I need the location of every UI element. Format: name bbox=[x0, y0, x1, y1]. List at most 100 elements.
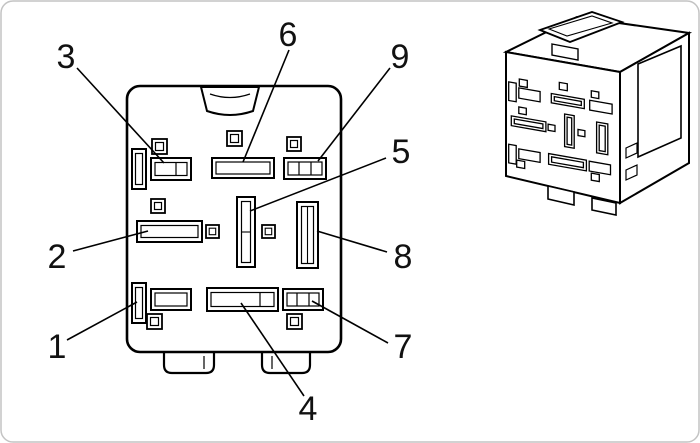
iso-slot bbox=[518, 106, 527, 116]
latch-tab-detail bbox=[209, 93, 251, 99]
iso-latch-tab-inner bbox=[547, 15, 614, 37]
iso-foot-right bbox=[591, 197, 617, 216]
iso-slot-inner bbox=[598, 124, 606, 153]
leader-line-9 bbox=[317, 67, 391, 162]
connector-front-view bbox=[125, 84, 343, 375]
callout-label-7: 7 bbox=[394, 328, 413, 366]
iso-slot-inner bbox=[566, 116, 573, 146]
slot-inner bbox=[140, 224, 199, 239]
iso-slot bbox=[518, 87, 541, 103]
terminal-slot-9 bbox=[283, 157, 327, 180]
slot-inner bbox=[289, 139, 299, 149]
iso-slot bbox=[589, 99, 613, 115]
callout-label-3: 3 bbox=[57, 38, 76, 76]
iso-slot bbox=[518, 148, 541, 164]
terminal-slot-8 bbox=[296, 201, 319, 269]
cavity-square-lower-left bbox=[146, 313, 163, 330]
leader-line-8 bbox=[316, 230, 388, 253]
slot-inner bbox=[154, 292, 188, 307]
cavity-square-mid-2 bbox=[261, 224, 276, 239]
iso-slot-inner bbox=[550, 156, 585, 169]
slot-outline bbox=[150, 288, 192, 311]
slot-inner bbox=[154, 141, 165, 152]
iso-slot bbox=[563, 113, 575, 150]
slot-inner bbox=[286, 292, 320, 307]
callout-label-9: 9 bbox=[391, 38, 410, 76]
leader-line-1 bbox=[66, 301, 138, 341]
terminal-slot-5 bbox=[236, 196, 256, 268]
cavity-square-mid-left bbox=[150, 198, 166, 214]
slot-inner bbox=[208, 227, 217, 236]
slot-inner bbox=[153, 201, 163, 211]
slot-outline bbox=[286, 313, 303, 330]
iso-slot bbox=[550, 92, 585, 110]
slot-inner bbox=[134, 152, 144, 186]
iso-slot bbox=[590, 172, 600, 183]
cavity-vertical-top-left bbox=[131, 148, 147, 190]
callout-label-8: 8 bbox=[394, 238, 413, 276]
callout-label-2: 2 bbox=[48, 238, 67, 276]
cavity-square-top-right bbox=[286, 136, 302, 152]
terminal-slot-1 bbox=[131, 282, 147, 324]
iso-foot-left bbox=[547, 184, 575, 207]
iso-slot bbox=[547, 152, 588, 172]
slot-outline bbox=[131, 148, 147, 190]
leader-line-7 bbox=[311, 300, 389, 344]
cavity-square-top-center bbox=[226, 130, 243, 147]
iso-slot-inner bbox=[513, 118, 544, 130]
cavity-square-mid-1 bbox=[205, 224, 220, 239]
callout-label-5: 5 bbox=[392, 133, 411, 171]
terminal-slot-2 bbox=[136, 220, 203, 243]
slot-outline bbox=[146, 313, 163, 330]
iso-front-face bbox=[505, 50, 621, 205]
mounting-foot-left bbox=[162, 352, 216, 375]
slot-outline bbox=[206, 287, 279, 312]
iso-slot-inner bbox=[553, 95, 582, 107]
leader-line-6 bbox=[242, 49, 290, 163]
slot-outline bbox=[283, 157, 327, 180]
slot-inner bbox=[289, 316, 300, 327]
slot-outline bbox=[261, 224, 276, 239]
iso-slot bbox=[516, 159, 526, 170]
iso-slot bbox=[590, 89, 600, 100]
callouts: 1 2 3 4 5 6 7 8 9 bbox=[48, 16, 413, 428]
callout-label-6: 6 bbox=[279, 16, 298, 54]
mounting-foot-right bbox=[260, 352, 312, 375]
iso-front-slots bbox=[508, 78, 613, 183]
iso-slot bbox=[518, 78, 528, 89]
slot-outline bbox=[211, 157, 275, 179]
leader-line-4 bbox=[240, 302, 305, 397]
connector-isometric-view bbox=[502, 11, 693, 216]
iso-slot bbox=[508, 81, 517, 103]
slot-inner bbox=[154, 161, 188, 177]
iso-side-mark-1 bbox=[625, 142, 638, 159]
cavity-square-lower-right bbox=[286, 313, 303, 330]
iso-slot bbox=[577, 128, 586, 138]
iso-latch-arm bbox=[551, 43, 579, 61]
iso-slot bbox=[510, 115, 547, 133]
cavity-square-upper-left bbox=[151, 138, 168, 155]
iso-slot bbox=[595, 121, 609, 156]
slot-inner bbox=[149, 316, 160, 327]
slot-outline bbox=[226, 130, 243, 147]
iso-side-mark-2 bbox=[625, 164, 638, 181]
callout-label-1: 1 bbox=[48, 328, 67, 366]
callout-label-4: 4 bbox=[299, 390, 318, 428]
iso-slot bbox=[588, 160, 612, 176]
cavity-horizontal-lower-left bbox=[150, 288, 192, 311]
slot-inner bbox=[264, 227, 273, 236]
terminal-slot-3 bbox=[150, 157, 192, 181]
terminal-slot-4 bbox=[206, 287, 279, 312]
iso-slot bbox=[547, 123, 556, 133]
latch-tab bbox=[199, 86, 261, 116]
slot-inner bbox=[229, 133, 240, 144]
slot-outline bbox=[205, 224, 220, 239]
terminal-slot-7 bbox=[282, 288, 324, 311]
slot-outline bbox=[282, 288, 324, 311]
slot-inner bbox=[287, 161, 323, 176]
slot-outline bbox=[286, 136, 302, 152]
slot-outline bbox=[136, 220, 203, 243]
slot-outline bbox=[150, 157, 192, 181]
